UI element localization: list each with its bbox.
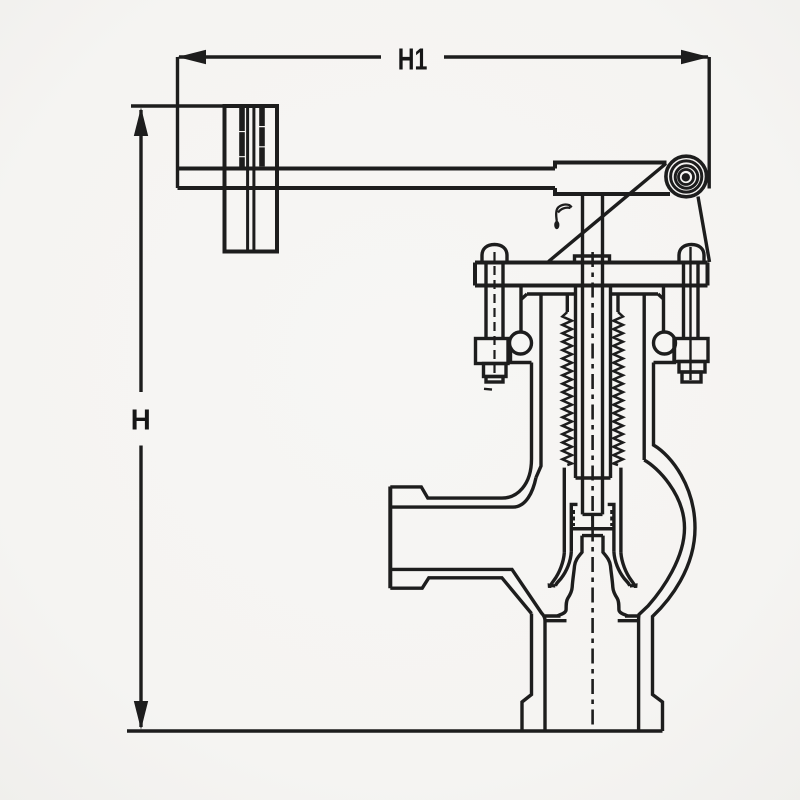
svg-text:H: H [131,405,151,437]
svg-text:H1: H1 [398,43,428,77]
